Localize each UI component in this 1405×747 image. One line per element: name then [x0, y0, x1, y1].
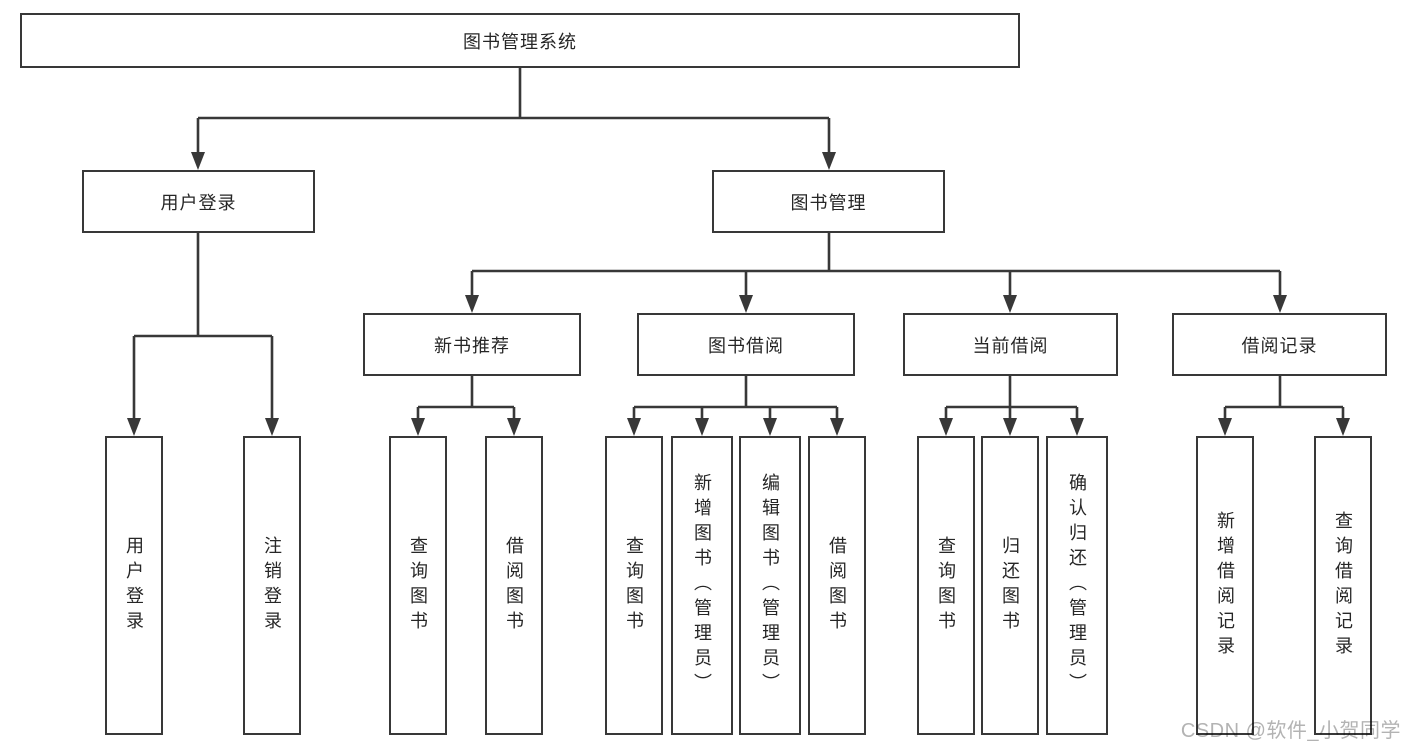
leaf-borrow-books-recommend-label: 借阅图书	[504, 535, 524, 636]
arrowhead-icon	[1336, 418, 1350, 436]
leaf-query-borrow-record-label: 查询借阅记录	[1333, 510, 1353, 661]
arrowhead-icon	[507, 418, 521, 436]
arrowhead-icon	[127, 418, 141, 436]
connector-lines	[132, 68, 1345, 419]
leaf-borrow-books-recommend: 借阅图书	[485, 436, 543, 735]
arrowhead-icon	[1070, 418, 1084, 436]
node-new-book-recommend: 新书推荐	[363, 313, 581, 376]
leaf-borrow-books-borrow: 借阅图书	[808, 436, 866, 735]
node-user-login: 用户登录	[82, 170, 315, 233]
leaf-query-borrow-record: 查询借阅记录	[1314, 436, 1372, 735]
leaf-user-login: 用户登录	[105, 436, 163, 735]
node-book-borrow: 图书借阅	[637, 313, 855, 376]
arrowhead-icon	[1003, 295, 1017, 313]
leaf-logout: 注销登录	[243, 436, 301, 735]
arrowhead-icon	[1003, 418, 1017, 436]
arrowhead-icon	[265, 418, 279, 436]
node-book-management-label: 图书管理	[790, 192, 867, 213]
arrowhead-icon	[830, 418, 844, 436]
leaf-return-book-label: 归还图书	[1000, 535, 1020, 636]
leaf-edit-book-admin-label: 编辑图书（管理员）	[760, 473, 780, 698]
arrowhead-icon	[411, 418, 425, 436]
node-current-borrow: 当前借阅	[903, 313, 1118, 376]
node-book-management: 图书管理	[712, 170, 945, 233]
leaf-query-books-current-label: 查询图书	[936, 535, 956, 636]
connector-root-to-level2	[196, 68, 831, 153]
arrowhead-icon	[465, 295, 479, 313]
leaf-add-borrow-record: 新增借阅记录	[1196, 436, 1254, 735]
node-new-book-recommend-label: 新书推荐	[434, 335, 510, 356]
connector-borrowrecord-to-leaves	[1223, 376, 1345, 419]
arrowhead-icon	[627, 418, 641, 436]
node-current-borrow-label: 当前借阅	[972, 335, 1049, 356]
arrowheads	[127, 152, 1350, 436]
arrowhead-icon	[822, 152, 836, 170]
node-user-login-label: 用户登录	[160, 192, 237, 213]
leaf-add-borrow-record-label: 新增借阅记录	[1215, 510, 1235, 661]
leaf-query-books-recommend-label: 查询图书	[408, 535, 428, 636]
leaf-add-book-admin-label: 新增图书（管理员）	[692, 473, 712, 698]
arrowhead-icon	[191, 152, 205, 170]
arrowhead-icon	[739, 295, 753, 313]
arrowhead-icon	[695, 418, 709, 436]
arrowhead-icon	[763, 418, 777, 436]
leaf-return-book: 归还图书	[981, 436, 1039, 735]
node-library-system-label: 图书管理系统	[463, 31, 577, 52]
leaf-query-books-borrow-label: 查询图书	[624, 535, 644, 636]
node-book-borrow-label: 图书借阅	[708, 335, 784, 356]
node-borrow-records: 借阅记录	[1172, 313, 1387, 376]
arrowhead-icon	[1218, 418, 1232, 436]
leaf-add-book-admin: 新增图书（管理员）	[671, 436, 733, 735]
connector-bookmgmt-to-level3	[470, 233, 1282, 296]
connector-newbook-to-leaves	[416, 376, 516, 419]
leaf-query-books-recommend: 查询图书	[389, 436, 447, 735]
connector-userlogin-to-leaves	[132, 233, 274, 419]
csdn-watermark: CSDN @软件_小贺同学	[1180, 720, 1401, 742]
node-library-system: 图书管理系统	[20, 13, 1020, 68]
leaf-edit-book-admin: 编辑图书（管理员）	[739, 436, 801, 735]
arrowhead-icon	[939, 418, 953, 436]
connector-bookborrow-to-leaves	[632, 376, 839, 419]
arrowhead-icon	[1273, 295, 1287, 313]
connector-currentborrow-to-leaves	[944, 376, 1079, 419]
leaf-logout-label: 注销登录	[262, 535, 282, 636]
leaf-borrow-books-borrow-label: 借阅图书	[827, 535, 847, 636]
leaf-query-books-current: 查询图书	[917, 436, 975, 735]
leaf-confirm-return-admin: 确认归还（管理员）	[1046, 436, 1108, 735]
node-borrow-records-label: 借阅记录	[1241, 335, 1318, 356]
leaf-query-books-borrow: 查询图书	[605, 436, 663, 735]
leaf-user-login-label: 用户登录	[124, 535, 144, 636]
leaf-confirm-return-admin-label: 确认归还（管理员）	[1067, 473, 1087, 698]
